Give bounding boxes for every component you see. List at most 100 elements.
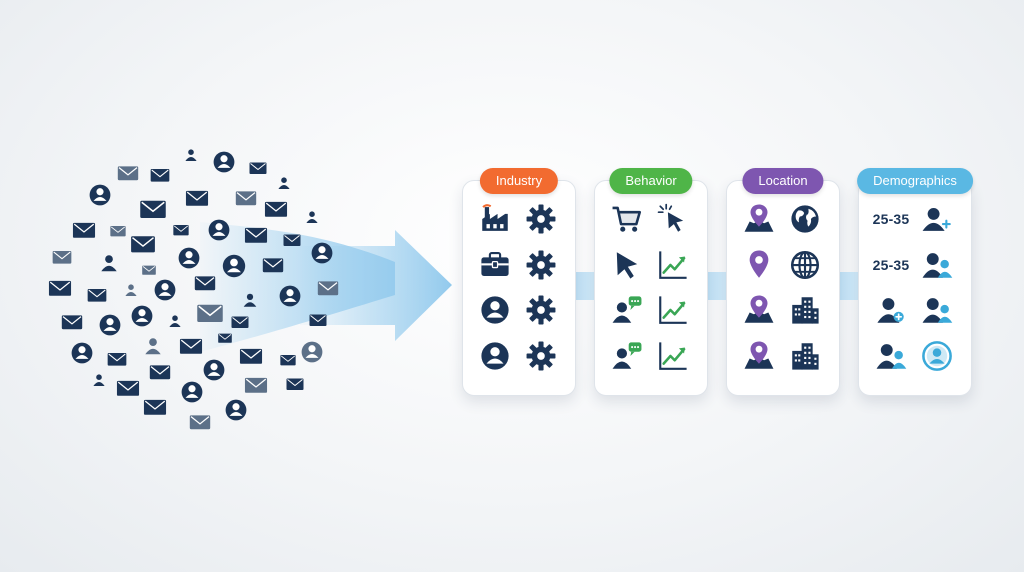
card-label-location: Location [742, 168, 824, 194]
cloud-user-circle-icon [311, 242, 333, 264]
cloud-person-icon [145, 338, 161, 355]
trend-chart-icon [653, 290, 693, 330]
click-cursor-icon [653, 199, 693, 239]
cloud-person-icon [125, 284, 137, 296]
cloud-user-circle-icon [154, 279, 176, 301]
age-range-text: 25-35 [872, 211, 910, 227]
user-add-icon [877, 298, 904, 323]
user-plus-icon [922, 207, 951, 231]
gear-icon [526, 204, 556, 234]
cloud-envelope-icon [244, 377, 268, 393]
user-chat-icon [607, 290, 647, 330]
cloud-envelope-icon [107, 352, 127, 366]
factory-icon [475, 199, 515, 239]
cloud-envelope-icon [194, 276, 216, 291]
user-circle-outline-icon [922, 341, 952, 371]
pin-icon [739, 245, 779, 285]
briefcase-icon [481, 252, 509, 277]
card-label-behavior: Behavior [609, 168, 693, 194]
cloud-user-circle-icon [222, 254, 246, 278]
user-pair-icon [871, 336, 911, 376]
map-pin-icon [744, 341, 774, 369]
globe-grid-icon [785, 245, 825, 285]
cloud-envelope-icon [150, 168, 170, 182]
cloud-user-circle-icon [225, 399, 247, 421]
cloud-envelope-icon [110, 226, 126, 237]
cloud-envelope-icon [280, 355, 296, 366]
buildings-icon [785, 290, 825, 330]
trend-chart-icon [659, 296, 687, 324]
cloud-envelope-icon [189, 415, 211, 430]
map-pin-icon [744, 204, 774, 232]
cloud-envelope-icon [262, 258, 284, 273]
cloud-user-circle-icon [279, 285, 301, 307]
user-chat-icon [612, 342, 642, 369]
gear-icon [521, 290, 561, 330]
cloud-envelope-icon [235, 191, 257, 206]
user-pair-icon [922, 253, 953, 278]
user-circle-icon [481, 296, 509, 324]
cloud-envelope-icon [283, 234, 301, 246]
user-chat-icon [612, 296, 642, 323]
factory-icon [482, 204, 508, 231]
cloud-person-icon [169, 315, 181, 327]
cloud-envelope-icon [218, 333, 232, 343]
cloud-user-circle-icon [178, 247, 200, 269]
user-add-icon [871, 290, 911, 330]
cloud-envelope-icon [249, 162, 267, 174]
cloud-envelope-icon [142, 265, 156, 275]
cloud-user-circle-icon [71, 342, 93, 364]
gear-icon [526, 341, 556, 371]
cloud-user-circle-icon [203, 359, 225, 381]
cloud-envelope-icon [239, 348, 263, 364]
connector-bar [706, 272, 728, 300]
age-range-text: 25-35 [872, 257, 910, 273]
cloud-envelope-icon [179, 338, 203, 354]
cloud-user-circle-icon [208, 219, 230, 241]
user-circle-icon [475, 336, 515, 376]
cursor-icon [607, 245, 647, 285]
cloud-envelope-icon [131, 236, 155, 253]
trend-chart-icon [653, 245, 693, 285]
user-chat-icon [607, 336, 647, 376]
cloud-envelope-icon [173, 225, 189, 236]
cloud-envelope-icon [197, 304, 223, 322]
cloud-envelope-icon [317, 281, 339, 296]
globe-icon [785, 199, 825, 239]
cloud-user-circle-icon [213, 151, 235, 173]
card-behavior: Behavior [594, 168, 708, 396]
map-pin-icon [739, 290, 779, 330]
user-pair-icon [922, 298, 953, 323]
cloud-user-circle-icon [301, 341, 323, 363]
cloud-envelope-icon [309, 314, 327, 326]
user-pair-icon [917, 245, 957, 285]
cloud-envelope-icon [244, 227, 268, 243]
cloud-envelope-icon [264, 201, 288, 217]
user-circle-icon [475, 290, 515, 330]
cloud-person-icon [185, 149, 197, 161]
card-location: Location [726, 168, 840, 396]
connector-bar [574, 272, 596, 300]
user-pair-icon [917, 290, 957, 330]
cloud-envelope-icon [72, 222, 96, 238]
cloud-envelope-icon [61, 315, 83, 330]
age-range-label: 25-35 [871, 245, 911, 285]
connector-bar [838, 272, 860, 300]
cloud-envelope-icon [185, 190, 209, 206]
map-pin-icon [739, 336, 779, 376]
buildings-icon [792, 297, 819, 324]
cloud-user-circle-icon [181, 381, 203, 403]
flow-arrow [300, 230, 452, 341]
card-label-demographics: Demographics [857, 168, 973, 194]
cloud-envelope-icon [140, 200, 166, 218]
globe-icon [791, 205, 819, 233]
pin-icon [749, 250, 769, 278]
gear-icon [521, 336, 561, 376]
user-circle-outline-icon [917, 336, 957, 376]
map-pin-icon [739, 199, 779, 239]
user-pair-icon [876, 344, 907, 369]
cloud-user-circle-icon [99, 314, 121, 336]
gear-icon [526, 295, 556, 325]
